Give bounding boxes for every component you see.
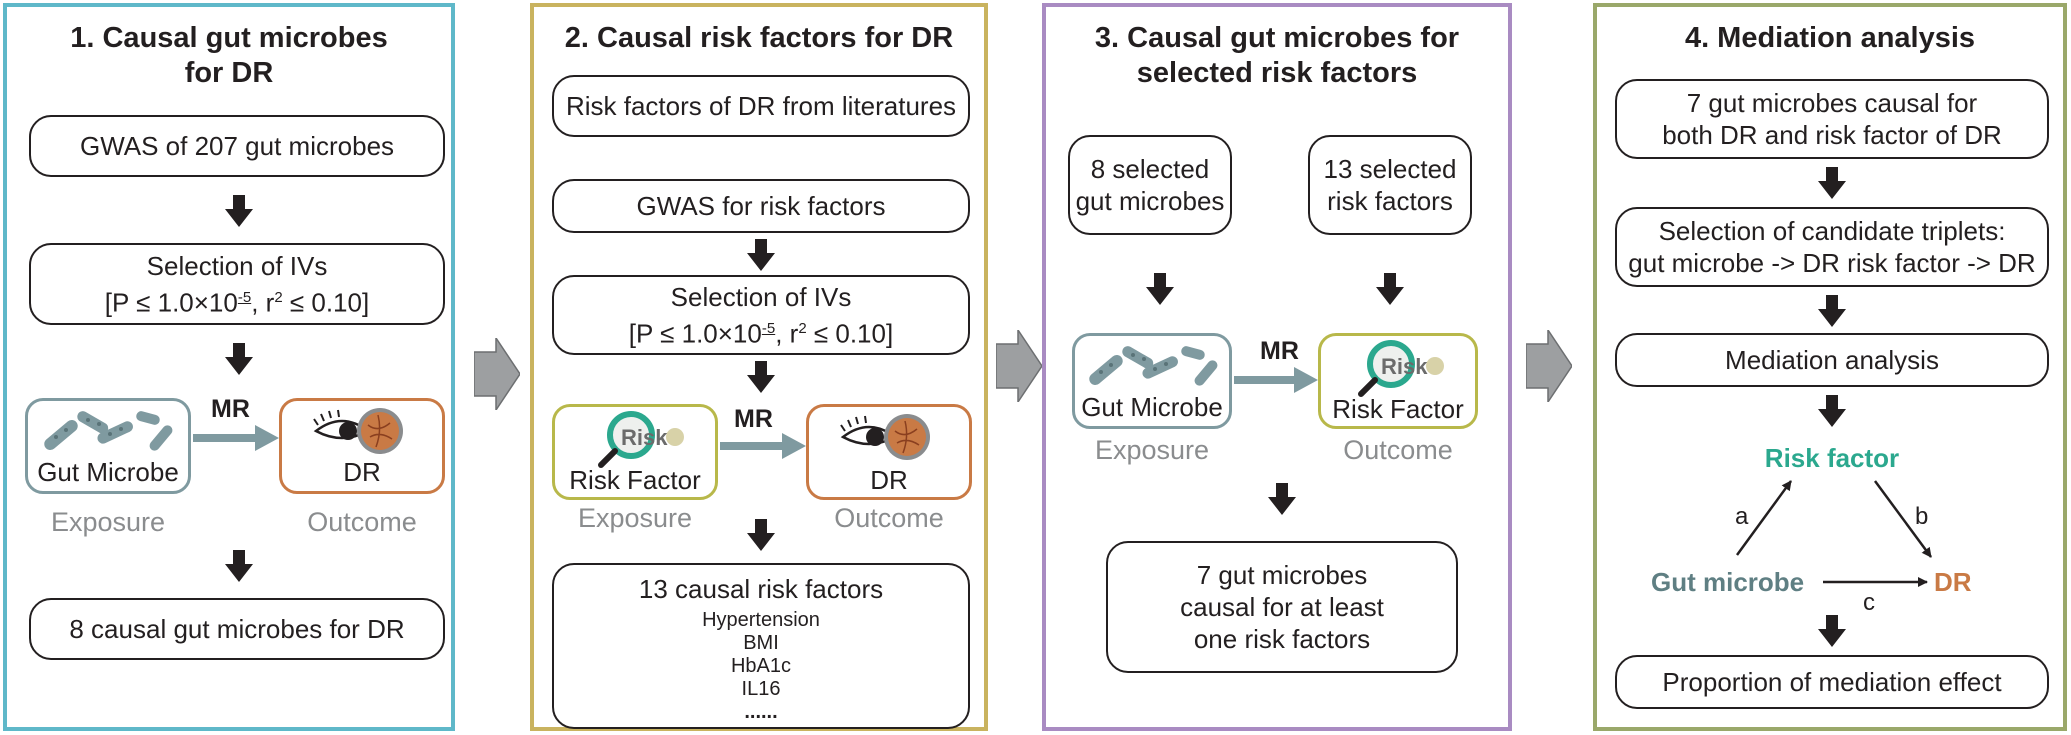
risk-icon-word: Risk bbox=[621, 425, 668, 450]
mr-arrow bbox=[720, 433, 806, 459]
bacteria-icon bbox=[1089, 346, 1218, 386]
dr-node: DR bbox=[1934, 567, 1972, 597]
iv-selection-threshold: [P ≤ 1.0×10-5, r2 ≤ 0.10] bbox=[104, 287, 370, 318]
panel3-title: 3. Causal gut microbes for selected risk… bbox=[1094, 22, 1460, 89]
risk-factor-node: Risk factor bbox=[1764, 443, 1900, 473]
outcome-role-label: Outcome bbox=[1343, 435, 1453, 465]
down-arrow-icon bbox=[225, 195, 253, 227]
panel1-title: 1. Causal gut microbes for DR bbox=[70, 22, 388, 89]
selected-gut-microbes-box: 8 selected gut microbes bbox=[1068, 135, 1232, 235]
iv-selection-title: Selection of IVs bbox=[670, 281, 852, 312]
mr-arrow bbox=[1234, 367, 1318, 393]
risk-factor-exposure-box: Risk Risk Factor bbox=[552, 404, 718, 500]
mr-arrow bbox=[193, 425, 279, 451]
panel2-title: 2. Causal risk factors for DR bbox=[564, 22, 954, 54]
magnifier-icon bbox=[1358, 340, 1444, 397]
down-arrow-icon bbox=[1818, 395, 1846, 427]
risk-icon-word: Risk bbox=[1381, 354, 1428, 379]
stage-arrow-icon bbox=[996, 330, 1042, 402]
iv-selection-box: Selection of IVs [P ≤ 1.0×10-5, r2 ≤ 0.1… bbox=[29, 243, 445, 325]
outcome-label: DR bbox=[870, 465, 908, 495]
mr-label: MR bbox=[1260, 337, 1299, 365]
outcome-label: Risk Factor bbox=[1332, 394, 1464, 424]
down-arrow-icon bbox=[1818, 615, 1846, 647]
eye-icon bbox=[313, 408, 403, 454]
panel4-title: 4. Mediation analysis bbox=[1684, 22, 1976, 54]
panel-mediation-analysis: 4. Mediation analysis 7 gut microbes cau… bbox=[1593, 3, 2067, 731]
panel-causal-risk-factors: 2. Causal risk factors for DR Risk facto… bbox=[530, 3, 988, 731]
down-arrow-icon bbox=[1818, 295, 1846, 327]
down-arrow-icon bbox=[225, 343, 253, 375]
down-arrow-icon bbox=[1376, 273, 1404, 305]
outcome-label: DR bbox=[343, 457, 381, 487]
iv-selection-title: Selection of IVs bbox=[146, 250, 328, 281]
selected-risk-factors-box: 13 selected risk factors bbox=[1308, 135, 1472, 235]
down-arrow-icon bbox=[747, 361, 775, 393]
panel-gut-microbes-for-risk-factors: 3. Causal gut microbes for selected risk… bbox=[1042, 3, 1512, 731]
result-item: HbA1c bbox=[730, 655, 792, 677]
candidate-triplets-box: Selection of candidate triplets: gut mic… bbox=[1615, 207, 2049, 287]
path-a-label: a bbox=[1735, 503, 1749, 530]
result-item: ...... bbox=[744, 701, 778, 723]
exposure-role-label: Exposure bbox=[50, 507, 166, 537]
down-arrow-icon bbox=[1146, 273, 1174, 305]
risk-factors-literature-box: Risk factors of DR from literatures bbox=[552, 75, 970, 137]
mediation-arrows bbox=[1735, 480, 1933, 587]
exposure-label: Gut Microbe bbox=[1081, 392, 1223, 422]
iv-selection-threshold: [P ≤ 1.0×10-5, r2 ≤ 0.10] bbox=[628, 318, 894, 349]
down-arrow-icon bbox=[225, 550, 253, 582]
down-arrow-icon bbox=[747, 519, 775, 551]
panel-causal-gut-microbes: 1. Causal gut microbes for DR GWAS of 20… bbox=[3, 3, 455, 731]
causal-gut-microbes-result-box: 8 causal gut microbes for DR bbox=[29, 598, 445, 660]
result-item: IL16 bbox=[741, 678, 781, 700]
gut-microbe-exposure-box: Gut Microbe bbox=[1072, 333, 1232, 429]
bacteria-icon bbox=[44, 411, 173, 451]
iv-selection-box: Selection of IVs [P ≤ 1.0×10-5, r2 ≤ 0.1… bbox=[552, 275, 970, 355]
mediation-analysis-box: Mediation analysis bbox=[1615, 333, 2049, 387]
eye-icon bbox=[840, 414, 930, 460]
gut-microbe-node: Gut microbe bbox=[1651, 567, 1805, 597]
causal-risk-factors-result-box: 13 causal risk factors Hypertension BMI … bbox=[552, 563, 970, 729]
mr-label: MR bbox=[734, 405, 773, 433]
result-item: BMI bbox=[743, 632, 779, 654]
dr-outcome-box: DR bbox=[279, 398, 445, 494]
down-arrow-icon bbox=[1268, 483, 1296, 515]
magnifier-icon bbox=[598, 411, 684, 468]
path-c-label: c bbox=[1863, 589, 1875, 616]
gwas-gut-microbes-box: GWAS of 207 gut microbes bbox=[29, 115, 445, 177]
path-b-label: b bbox=[1915, 503, 1929, 530]
gut-microbes-result-box: 7 gut microbes causal for at least one r… bbox=[1106, 541, 1458, 673]
exposure-role-label: Exposure bbox=[577, 503, 693, 533]
gut-microbes-both-box: 7 gut microbes causal for both DR and ri… bbox=[1615, 79, 2049, 159]
exposure-role-label: Exposure bbox=[1094, 435, 1210, 465]
exposure-label: Risk Factor bbox=[569, 465, 701, 495]
stage-arrow-icon bbox=[1526, 330, 1572, 402]
exposure-label: Gut Microbe bbox=[37, 457, 179, 487]
stage-arrow-icon bbox=[474, 338, 520, 410]
down-arrow-icon bbox=[747, 239, 775, 271]
mr-label: MR bbox=[211, 395, 250, 423]
risk-factor-outcome-box: Risk Risk Factor bbox=[1318, 333, 1478, 429]
outcome-role-label: Outcome bbox=[307, 507, 417, 537]
result-item: Hypertension bbox=[702, 609, 820, 631]
dr-outcome-box: DR bbox=[806, 404, 972, 500]
outcome-role-label: Outcome bbox=[834, 503, 944, 533]
mediation-proportion-box: Proportion of mediation effect bbox=[1615, 655, 2049, 709]
result-title: 13 causal risk factors bbox=[638, 574, 884, 604]
gwas-risk-factors-box: GWAS for risk factors bbox=[552, 179, 970, 233]
gut-microbe-exposure-box: Gut Microbe bbox=[25, 398, 191, 494]
down-arrow-icon bbox=[1818, 167, 1846, 199]
